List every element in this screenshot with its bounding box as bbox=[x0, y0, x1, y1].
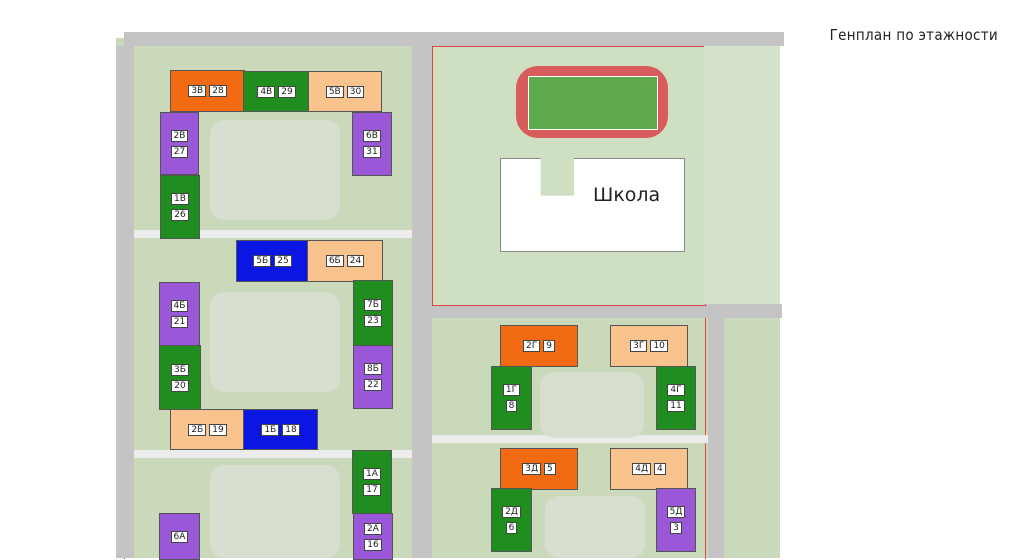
building-section-label: 3Г bbox=[630, 340, 648, 352]
courtyard bbox=[210, 292, 340, 392]
building-num-label: 26 bbox=[171, 209, 189, 221]
walkway bbox=[134, 230, 412, 238]
building-num-label: 27 bbox=[170, 145, 189, 158]
courtyard bbox=[210, 465, 340, 558]
road-north bbox=[124, 32, 784, 46]
road-east bbox=[708, 318, 724, 558]
school-building bbox=[500, 158, 685, 252]
building-num-label: 17 bbox=[363, 484, 381, 496]
building-section-label: 5Б bbox=[253, 255, 272, 267]
building-section-label: 8Б bbox=[364, 363, 382, 375]
building-section-label: 2Г bbox=[523, 340, 541, 352]
building-num-label: 30 bbox=[346, 85, 365, 98]
building-num-label: 31 bbox=[363, 146, 381, 158]
building-num-label: 19 bbox=[209, 423, 227, 436]
building-num-label: 8 bbox=[505, 400, 518, 412]
building-section-label: 1А bbox=[363, 468, 381, 480]
building-num-label: 20 bbox=[171, 379, 189, 392]
building-num-label: 22 bbox=[364, 379, 382, 391]
park-area bbox=[704, 46, 780, 304]
building-num-label: 3 bbox=[670, 522, 682, 534]
building-num-label: 10 bbox=[650, 340, 668, 352]
building-section-label: 3Д bbox=[522, 463, 542, 475]
building-num-label: 11 bbox=[667, 400, 685, 412]
building-section-label: 2А bbox=[364, 522, 382, 535]
building-num-label: 24 bbox=[346, 255, 365, 267]
building-section-label: 2В bbox=[170, 129, 189, 142]
building-num-label: 29 bbox=[278, 85, 296, 98]
building-section-label: 6А bbox=[170, 530, 189, 543]
football-field bbox=[528, 76, 658, 130]
school-label: Школа bbox=[593, 184, 661, 206]
courtyard bbox=[545, 496, 645, 558]
building-section-label: 5В bbox=[325, 85, 344, 98]
building-num-label: 6 bbox=[505, 522, 518, 534]
building-num-label: 21 bbox=[170, 316, 189, 328]
building-section-label: 1Б bbox=[261, 423, 280, 436]
building-section-label: 4Г bbox=[667, 384, 685, 396]
courtyard bbox=[540, 372, 644, 438]
building-section-label: 4В bbox=[257, 85, 276, 98]
building-num-label: 4 bbox=[654, 463, 666, 475]
building-num-label: 9 bbox=[543, 340, 555, 352]
building-section-label: 3Б bbox=[171, 363, 189, 376]
building-num-label: 5 bbox=[544, 463, 556, 475]
building-section-label: 2Д bbox=[502, 506, 521, 518]
building-section-label: 5Д bbox=[666, 506, 686, 518]
building-num-label: 25 bbox=[274, 255, 292, 267]
building-section-label: 3В bbox=[188, 85, 207, 97]
road-west bbox=[116, 46, 134, 558]
walkway bbox=[134, 450, 412, 458]
road-east-west bbox=[432, 304, 782, 318]
building-num-label: 23 bbox=[364, 315, 382, 327]
building-num-label: 18 bbox=[282, 423, 300, 436]
building-section-label: 4Д bbox=[632, 463, 652, 475]
courtyard bbox=[210, 120, 340, 220]
building-num-label: 16 bbox=[364, 538, 382, 551]
building-num-label: 28 bbox=[209, 85, 227, 97]
building-section-label: 6Б bbox=[325, 255, 344, 267]
building-section-label: 2Б bbox=[188, 423, 207, 436]
road-central bbox=[412, 46, 432, 558]
walkway bbox=[432, 435, 708, 443]
plan-title: Генплан по этажности bbox=[829, 26, 998, 44]
building-section-label: 1В bbox=[171, 193, 189, 205]
building-section-label: 7Б bbox=[364, 299, 382, 311]
building-section-label: 6В bbox=[363, 130, 381, 142]
building-16: 6А bbox=[159, 513, 200, 560]
building-section-label: 4Б bbox=[170, 300, 189, 312]
building-section-label: 1Г bbox=[502, 384, 521, 396]
